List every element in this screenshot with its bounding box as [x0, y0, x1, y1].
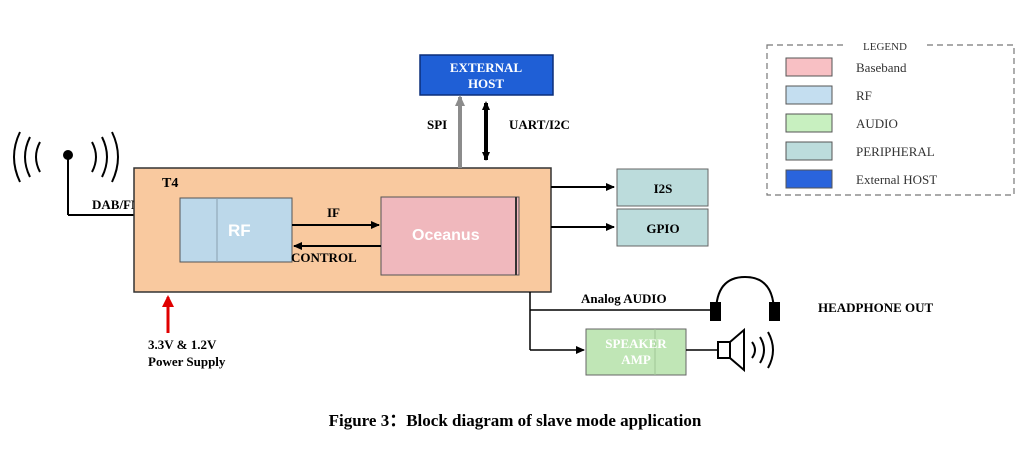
i2s-block: [616, 168, 709, 207]
legend-label-1: RF: [856, 88, 872, 103]
legend-swatch-0: [785, 57, 833, 77]
speaker-amp-block: [585, 328, 687, 376]
legend-label-2: AUDIO: [856, 116, 898, 131]
legend-swatch-4: [785, 169, 833, 189]
legend-swatch-3: [785, 141, 833, 161]
legend-title: LEGEND: [863, 41, 907, 53]
external-host-block: [419, 54, 554, 96]
analog-audio-label: Analog AUDIO: [581, 291, 667, 306]
control-label: CONTROL: [291, 250, 357, 265]
rf-label: RF: [228, 221, 251, 240]
power-label-line2: Power Supply: [148, 354, 226, 369]
figure-caption: Figure 3：Block diagram of slave mode app…: [329, 411, 702, 430]
oceanus-block: [380, 196, 520, 276]
if-label: IF: [327, 205, 340, 220]
t4-label: T4: [162, 176, 178, 191]
spi-label: SPI: [427, 117, 447, 132]
headphone-out-label: HEADPHONE OUT: [818, 300, 934, 315]
external-host-line2: HOST: [468, 76, 504, 91]
gpio-label: GPIO: [646, 221, 679, 236]
headphone-icon: [710, 275, 780, 321]
legend-label-0: Baseband: [856, 60, 907, 75]
speaker-amp-line1: SPEAKER: [605, 336, 667, 351]
gpio-block: [616, 208, 709, 247]
external-host-line1: EXTERNAL: [450, 60, 523, 75]
i2s-label: I2S: [654, 181, 673, 196]
legend-label-3: PERIPHERAL: [856, 144, 935, 159]
legend-swatch-1: [785, 85, 833, 105]
power-label-line1: 3.3V & 1.2V: [148, 337, 217, 352]
uart-i2c-label: UART/I2C: [509, 117, 570, 132]
oceanus-label: Oceanus: [412, 227, 480, 244]
legend-label-4: External HOST: [856, 172, 937, 187]
speaker-amp-line2: AMP: [621, 352, 651, 367]
legend-swatch-2: [785, 113, 833, 133]
speaker-icon: [717, 327, 774, 373]
rf-block: [179, 197, 293, 263]
dab-fm-label: DAB/FM: [92, 197, 143, 212]
